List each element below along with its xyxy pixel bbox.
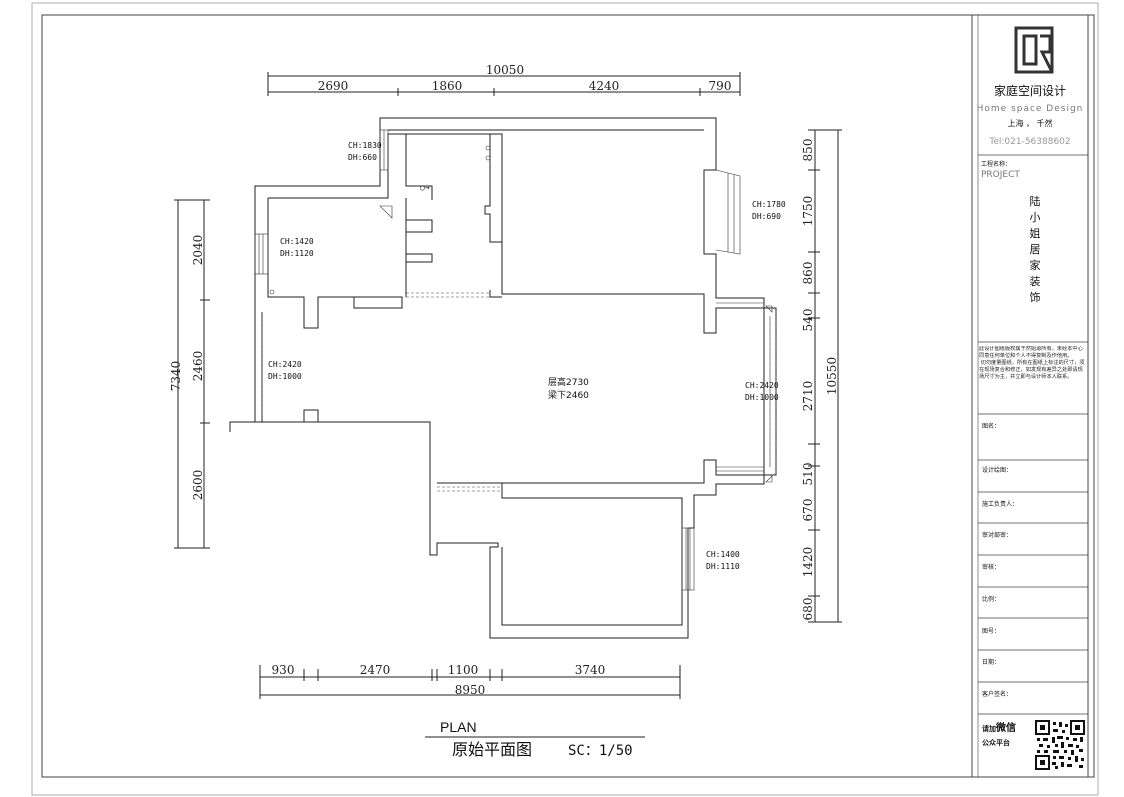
annotation-ch: CH:2420 [745,381,779,390]
notes-text: 此设计图纸版权属于然始源所有，未经本中心同意任何单位和个人不得复制及作他用。 切… [979,346,1085,380]
company-name: 家庭空间设计 [994,83,1066,98]
bottom-dim-3: 1100 [448,663,479,677]
top-dim-1: 2690 [318,79,349,93]
right-dim-8: 1420 [801,547,815,578]
top-total-dim: 10050 [486,63,524,77]
annotation-ch: CH:2420 [268,360,302,369]
project-name-char: 装 [1030,275,1041,288]
left-dim-1: 2040 [191,235,205,266]
right-dim-7: 670 [801,499,815,522]
right-dimensions: 10550 850 1750 860 540 2710 510 670 1420… [801,129,842,623]
plan-scale: SC：1/50 [568,743,633,759]
project-name-char: 小 [1030,211,1041,224]
annotations: CH:1830 DH:660 CH:1420 DH:1120 CH:1780 D… [268,141,786,571]
field-drawing-name: 图名： [982,422,1000,430]
company-location: 上海 ， 千然 [1007,118,1052,128]
title-block: 家庭空间设计 Home space Design 上海 ， 千然 Tel:021… [971,14,1089,778]
project-name-char: 家 [1030,258,1041,272]
right-dim-9: 680 [801,598,815,621]
field-check: 审核： [982,563,1000,571]
right-dim-2: 1750 [801,196,815,227]
top-dim-4: 790 [709,79,732,93]
left-total-dim: 7340 [169,361,183,392]
bottom-total-dim: 8950 [455,683,486,697]
floor-plan: ○→ [229,117,777,639]
annotation-dh: DH:660 [348,153,377,162]
annotation-ch: CH:1400 [706,550,740,559]
beam-height-label: 梁下2460 [548,389,589,401]
annotation-dh: DH:1110 [706,562,740,571]
annotation-dh: DH:1000 [745,393,779,402]
annotation-ch: CH:1420 [280,237,314,246]
outer-wall [229,117,765,639]
field-construction-lead: 施工负责人： [982,500,1018,508]
window-2 [254,233,269,275]
top-dim-3: 4240 [589,79,620,93]
left-dimensions: 7340 2040 2460 2600 [169,199,210,549]
annotation-dh: DH:1000 [268,372,302,381]
bottom-dimensions: 930 2470 1100 3740 8950 [259,663,681,699]
left-dim-2: 2460 [191,351,205,382]
project-name-char: 姐 [1030,226,1041,240]
plan-label: PLAN [440,719,477,735]
bottom-dim-1: 930 [272,663,295,677]
annotation-dh: DH:690 [752,212,781,221]
annotation-ch: CH:1830 [348,141,382,150]
project-label-en: PROJECT [981,170,1020,180]
left-dim-3: 2600 [191,470,205,501]
company-name-en: Home space Design [977,104,1084,114]
bottom-dim-4: 3740 [575,663,606,677]
notes-block: 此设计图纸版权属于然始源所有，未经本中心同意任何单位和个人不得复制及作他用。 切… [979,346,1085,380]
right-dim-6: 510 [801,463,815,486]
plan-title: 原始平面图 [452,740,532,759]
right-dim-1: 850 [801,139,815,162]
top-dim-2: 1860 [432,79,463,93]
top-dimensions: 10050 2690 1860 4240 790 [267,63,741,96]
ceiling-height-label: 层高2730 [548,376,589,388]
annotation-ch: CH:1780 [752,200,786,209]
drawing-frame [41,14,1095,778]
company-logo [1014,26,1054,74]
field-designer: 设计绘图： [982,466,1012,474]
wechat-platform: 公众平台 [982,738,1010,747]
field-review-dept: 审对部审： [982,531,1012,539]
annotation-dh: DH:1120 [280,249,314,258]
right-total-dim: 10550 [825,357,839,395]
field-date: 日期： [982,658,1000,666]
field-client-signature: 客户签名： [982,690,1012,698]
company-tel: Tel:021-56388602 [988,137,1070,147]
outer-border [31,2,1099,796]
window-3 [681,527,695,591]
project-name-char: 居 [1030,243,1041,256]
field-drawing-number: 图号： [982,628,1000,635]
field-scale: 比例： [982,595,1000,603]
arrow-symbol: ○→ [420,183,430,192]
right-dim-3: 860 [801,262,815,285]
project-label: 工程名称： [981,160,1011,168]
right-dim-4: 540 [801,309,815,332]
project-name-char: 陆 [1030,194,1041,208]
drawing-title: PLAN 原始平面图 SC：1/50 [425,719,645,759]
wechat-prompt: 请加微信 [982,721,1016,734]
project-name-char: 饰 [1030,290,1041,304]
qr-code-icon[interactable] [1035,720,1085,770]
right-dim-5: 2710 [801,381,815,412]
bottom-dim-2: 2470 [360,663,391,677]
